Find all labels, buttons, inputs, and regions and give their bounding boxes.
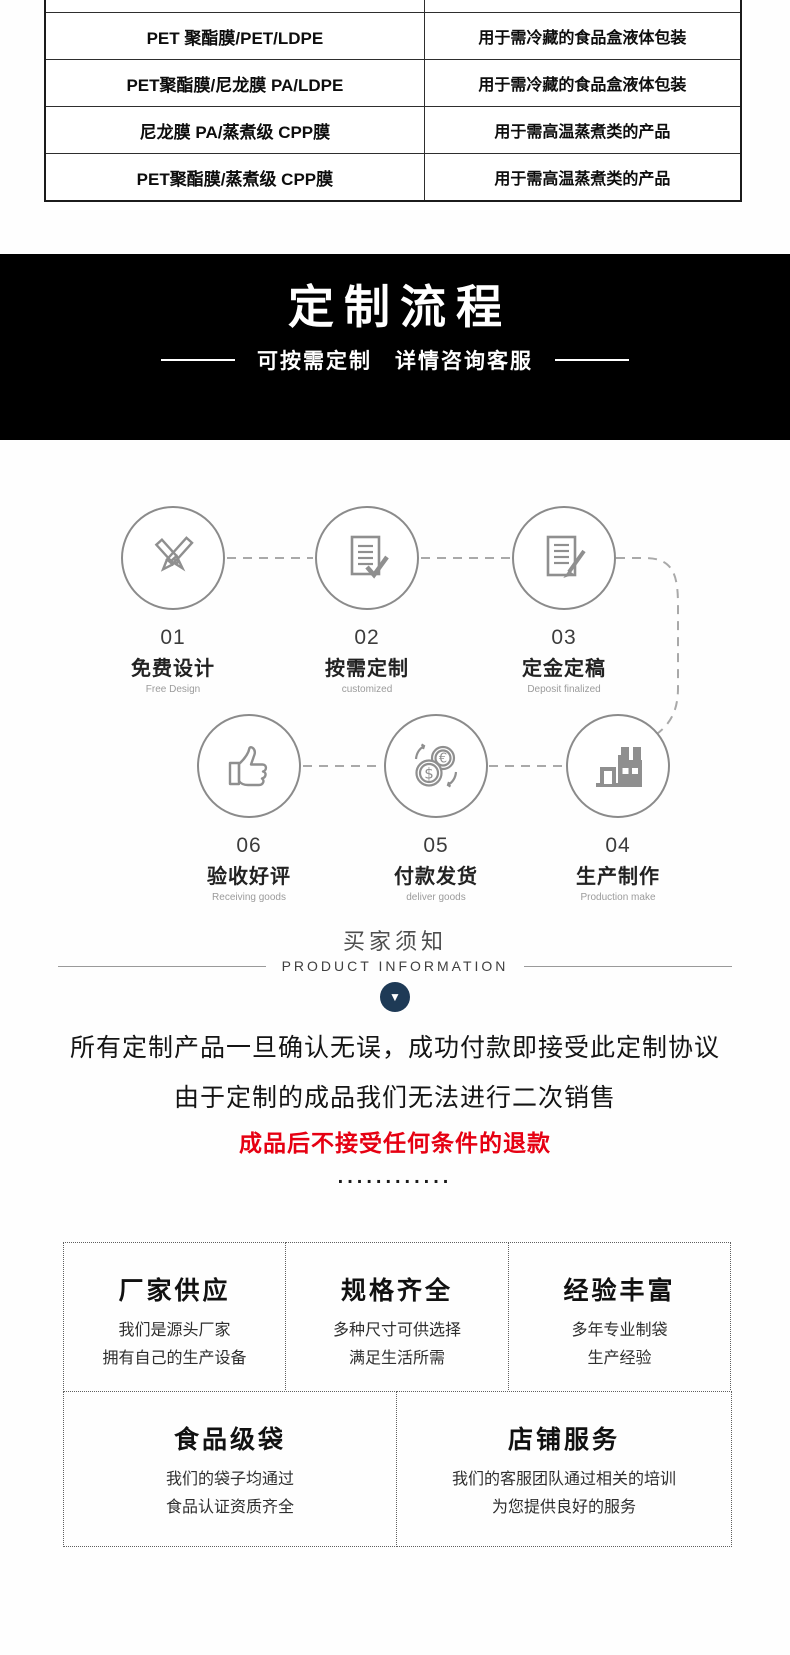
- document-pencil-icon: [546, 535, 586, 578]
- process-step-02: 02 按需定制 customized: [287, 506, 447, 695]
- process-step-04: 04 生产制作 Production make: [538, 714, 698, 903]
- step-label: 验收好评: [207, 866, 291, 888]
- feature-text: 多种尺寸可供选择 满足生活所需: [286, 1317, 508, 1373]
- step-circle: [512, 506, 616, 610]
- no-refund-warning: 成品后不接受任何条件的退款: [239, 1130, 551, 1156]
- step-label: 按需定制: [325, 658, 409, 680]
- buyer-notice-heading: 买家须知: [342, 929, 447, 954]
- dots-divider: ............: [337, 1166, 453, 1188]
- agreement-line-2: 由于定制的成品我们无法进行二次销售: [173, 1084, 616, 1112]
- feature-grid: 厂家供应 我们是源头厂家 拥有自己的生产设备 规格齐全 多种尺寸可供选择 满足生…: [63, 1242, 733, 1547]
- step-caption: customized: [341, 684, 393, 695]
- material-cell: PET 聚酯膜/PET/LDPE: [44, 12, 425, 60]
- process-step-06: 06 验收好评 Receiving goods: [169, 714, 329, 903]
- material-cell: PET聚酯膜/尼龙膜 PA/LDPE: [44, 59, 425, 107]
- feature-line: 我们的袋子均通过: [165, 1471, 294, 1488]
- right-rule: [555, 359, 629, 361]
- step-number: 03: [551, 626, 577, 649]
- feature-line: 食品认证资质齐全: [165, 1499, 294, 1516]
- banner-title: 定制流程: [288, 281, 512, 333]
- use-cell: 用于需高温蒸煮类的产品: [423, 153, 742, 202]
- table-row-partial: [44, 0, 742, 13]
- table-row: PET聚酯膜/尼龙膜 PA/LDPE 用于需冷藏的食品盒液体包装: [44, 59, 742, 107]
- product-information-row: PRODUCT INFORMATION: [58, 958, 732, 974]
- custom-process-banner: 定制流程 可按需定制 详情咨询客服: [0, 254, 790, 440]
- agreement-line-1: 所有定制产品一旦确认无误，成功付款即接受此定制协议: [69, 1034, 720, 1062]
- process-step-01: 01 免费设计 Free Design: [93, 506, 253, 695]
- factory-icon: [596, 747, 642, 787]
- step-label: 生产制作: [576, 866, 660, 888]
- step-number: 04: [605, 834, 631, 857]
- table-row: PET 聚酯膜/PET/LDPE 用于需冷藏的食品盒液体包装: [44, 12, 742, 60]
- process-step-03: 03 定金定稿 Deposit finalized: [484, 506, 644, 695]
- feature-box-shop-service: 店铺服务 我们的客服团队通过相关的培训 为您提供良好的服务: [396, 1391, 732, 1547]
- step-label: 免费设计: [131, 658, 215, 680]
- step-label: 定金定稿: [522, 658, 606, 680]
- feature-box-experience: 经验丰富 多年专业制袋 生产经验: [508, 1242, 731, 1392]
- feature-title: 食品级袋: [173, 1426, 286, 1454]
- feature-title: 规格齐全: [340, 1277, 453, 1305]
- feature-line: 拥有自己的生产设备: [102, 1350, 247, 1367]
- feature-line: 生产经验: [587, 1350, 652, 1367]
- step-caption: Production make: [580, 892, 656, 903]
- feature-text: 我们的袋子均通过 食品认证资质齐全: [64, 1466, 396, 1522]
- feature-line: 多种尺寸可供选择: [332, 1322, 461, 1339]
- document-check-icon: [350, 535, 389, 579]
- step-number: 06: [236, 834, 262, 857]
- banner-subtitle-row: 可按需定制 详情咨询客服: [0, 345, 790, 375]
- material-cell: 尼龙膜 PA/蒸煮级 CPP膜: [44, 106, 425, 154]
- use-cell: [423, 0, 742, 13]
- banner-subtitle: 可按需定制 详情咨询客服: [257, 350, 533, 373]
- step-circle: € $: [384, 714, 488, 818]
- feature-line: 为您提供良好的服务: [491, 1499, 636, 1516]
- pencil-pen-icon: [154, 536, 194, 572]
- feature-line: 多年专业制袋: [571, 1322, 668, 1339]
- material-cell: PET聚酯膜/蒸煮级 CPP膜: [44, 153, 425, 202]
- feature-title: 经验丰富: [563, 1277, 676, 1305]
- left-rule: [161, 359, 235, 361]
- use-cell: 用于需高温蒸煮类的产品: [423, 106, 742, 154]
- feature-line: 我们的客服团队通过相关的培训: [451, 1471, 676, 1488]
- step-number: 01: [160, 626, 186, 649]
- left-rule: [58, 965, 266, 967]
- use-cell: 用于需冷藏的食品盒液体包装: [423, 12, 742, 60]
- material-cell: [44, 0, 425, 13]
- chevron-down-icon: ▼: [380, 982, 410, 1012]
- feature-text: 我们是源头厂家 拥有自己的生产设备: [64, 1317, 285, 1373]
- feature-row-bottom: 食品级袋 我们的袋子均通过 食品认证资质齐全 店铺服务 我们的客服团队通过相关的…: [63, 1391, 733, 1547]
- feature-line: 满足生活所需: [348, 1350, 445, 1367]
- right-rule: [524, 965, 732, 967]
- step-caption: deliver goods: [406, 892, 466, 903]
- step-label: 付款发货: [394, 866, 478, 888]
- step-circle: [197, 714, 301, 818]
- step-number: 05: [423, 834, 449, 857]
- feature-line: 我们是源头厂家: [118, 1322, 231, 1339]
- svg-text:€: €: [439, 752, 447, 767]
- materials-table: PET 聚酯膜/PET/LDPE 用于需冷藏的食品盒液体包装 PET聚酯膜/尼龙…: [44, 0, 742, 202]
- feature-row-top: 厂家供应 我们是源头厂家 拥有自己的生产设备 规格齐全 多种尺寸可供选择 满足生…: [63, 1242, 733, 1392]
- step-number: 02: [354, 626, 380, 649]
- feature-box-factory-supply: 厂家供应 我们是源头厂家 拥有自己的生产设备: [63, 1242, 286, 1392]
- feature-title: 厂家供应: [118, 1277, 231, 1305]
- feature-box-food-grade: 食品级袋 我们的袋子均通过 食品认证资质齐全: [63, 1391, 397, 1547]
- feature-text: 我们的客服团队通过相关的培训 为您提供良好的服务: [397, 1466, 731, 1522]
- feature-box-full-specs: 规格齐全 多种尺寸可供选择 满足生活所需: [285, 1242, 509, 1392]
- step-caption: Free Design: [145, 684, 201, 695]
- feature-text: 多年专业制袋 生产经验: [509, 1317, 730, 1373]
- process-step-05: € $ 05 付款发货 deliver goods: [356, 714, 516, 903]
- feature-title: 店铺服务: [507, 1426, 620, 1454]
- product-information-label: PRODUCT INFORMATION: [281, 958, 509, 974]
- step-caption: Receiving goods: [212, 892, 286, 903]
- table-row: PET聚酯膜/蒸煮级 CPP膜 用于需高温蒸煮类的产品: [44, 153, 742, 202]
- table-row: 尼龙膜 PA/蒸煮级 CPP膜 用于需高温蒸煮类的产品: [44, 106, 742, 154]
- step-circle: [315, 506, 419, 610]
- coins-icon: € $: [414, 743, 458, 788]
- use-cell: 用于需冷藏的食品盒液体包装: [423, 59, 742, 107]
- step-circle: [121, 506, 225, 610]
- svg-text:$: $: [424, 765, 434, 783]
- step-circle: [566, 714, 670, 818]
- thumbs-up-icon: [228, 746, 268, 787]
- step-caption: Deposit finalized: [527, 684, 601, 695]
